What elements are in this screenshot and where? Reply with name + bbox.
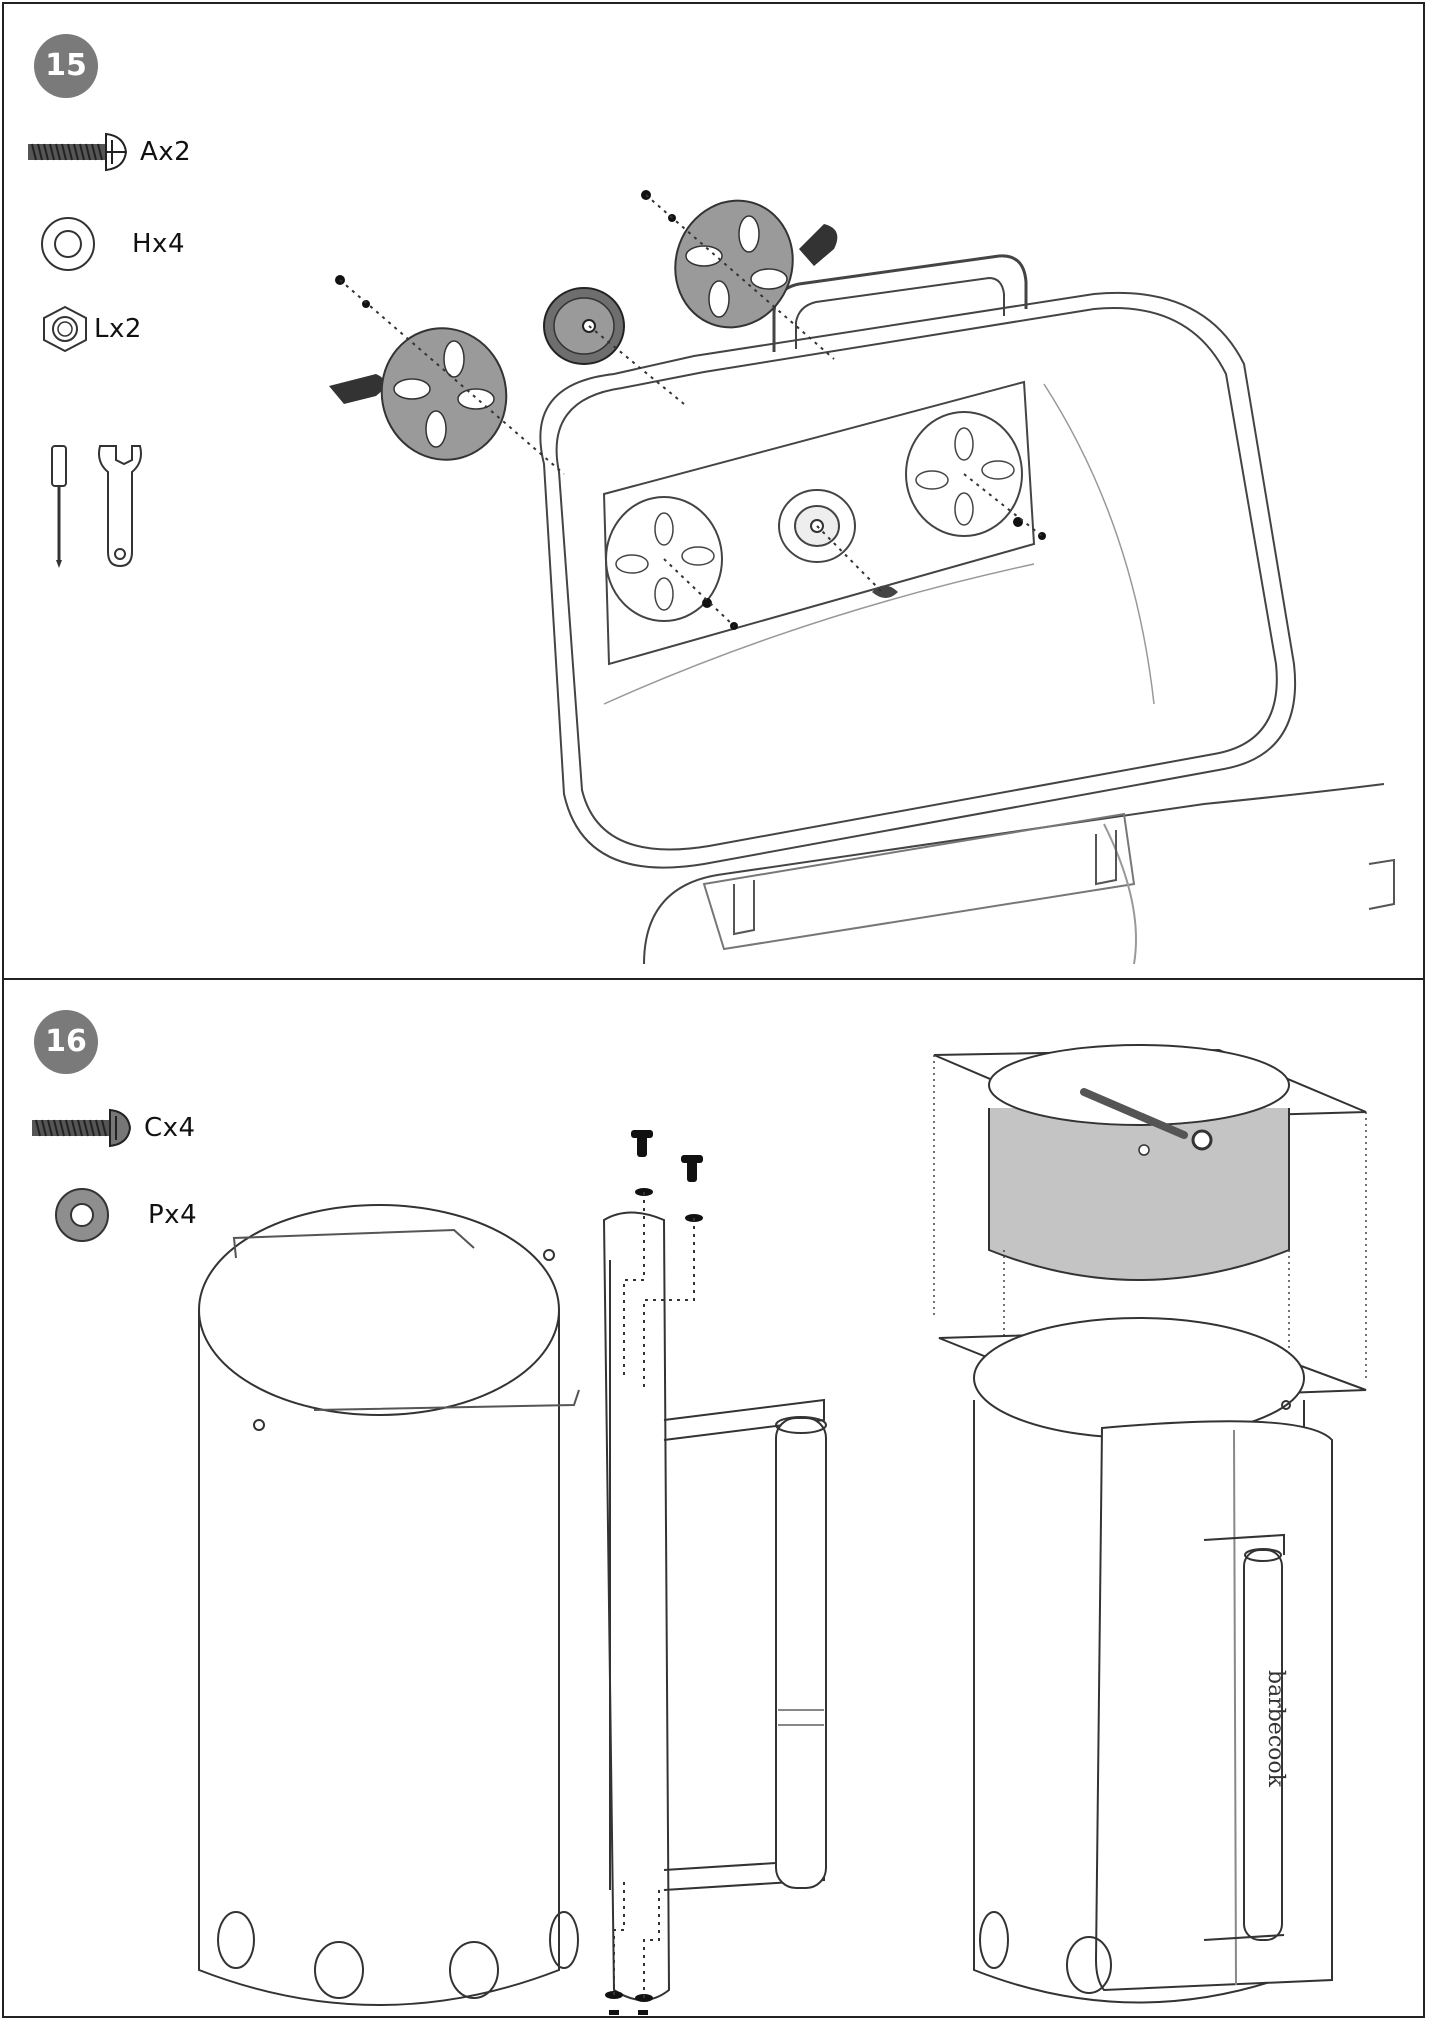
part-l-row: Lx2: [38, 304, 142, 354]
exploded-vent-right: [674, 199, 838, 329]
handle-bracket: [602, 1211, 827, 2001]
wing-nut-icon: [872, 585, 898, 598]
step-15-badge: 15: [34, 34, 98, 98]
part-c-label: Cx4: [144, 1113, 196, 1143]
chimney-left: [198, 1204, 580, 2006]
grill-lid-illustration: [329, 190, 1395, 965]
exploded-vent-left: [329, 327, 508, 461]
washer-icon: [41, 217, 95, 271]
exploded-thermometer: [543, 287, 625, 365]
washer-icon: [55, 1188, 109, 1242]
part-p-label: Px4: [148, 1200, 198, 1230]
charcoal-basket: [933, 1044, 1367, 1281]
step-16-panel: 16 Cx4 Px4: [2, 978, 1425, 2018]
tools-group: [51, 445, 142, 568]
hex-nut-icon: [43, 305, 87, 353]
chimney-right: [938, 1317, 1367, 2004]
mounted-thermometer: [778, 489, 898, 598]
chimney-brand-text: barbecook: [1263, 1670, 1288, 1788]
wrench-icon: [98, 445, 142, 568]
part-h-label: Hx4: [132, 229, 185, 259]
part-l-label: Lx2: [94, 314, 142, 344]
screwdriver-icon: [51, 445, 67, 568]
part-h-row: Hx4: [34, 214, 185, 274]
bolt-icon: [32, 1108, 132, 1148]
step-16-badge: 16: [34, 1010, 98, 1074]
step-15-panel: 15 Ax2 Hx4: [2, 2, 1425, 980]
part-a-label: Ax2: [140, 137, 192, 167]
part-p-row: Px4: [48, 1185, 197, 1245]
alignment-guides: [933, 1055, 1367, 1390]
handle-screws: [605, 1130, 703, 2015]
part-c-row: Cx4: [30, 1108, 196, 1148]
bolt-icon: [28, 132, 128, 172]
chimney-starter-illustration: barbecook: [198, 1044, 1367, 2015]
part-a-row: Ax2: [26, 132, 191, 172]
